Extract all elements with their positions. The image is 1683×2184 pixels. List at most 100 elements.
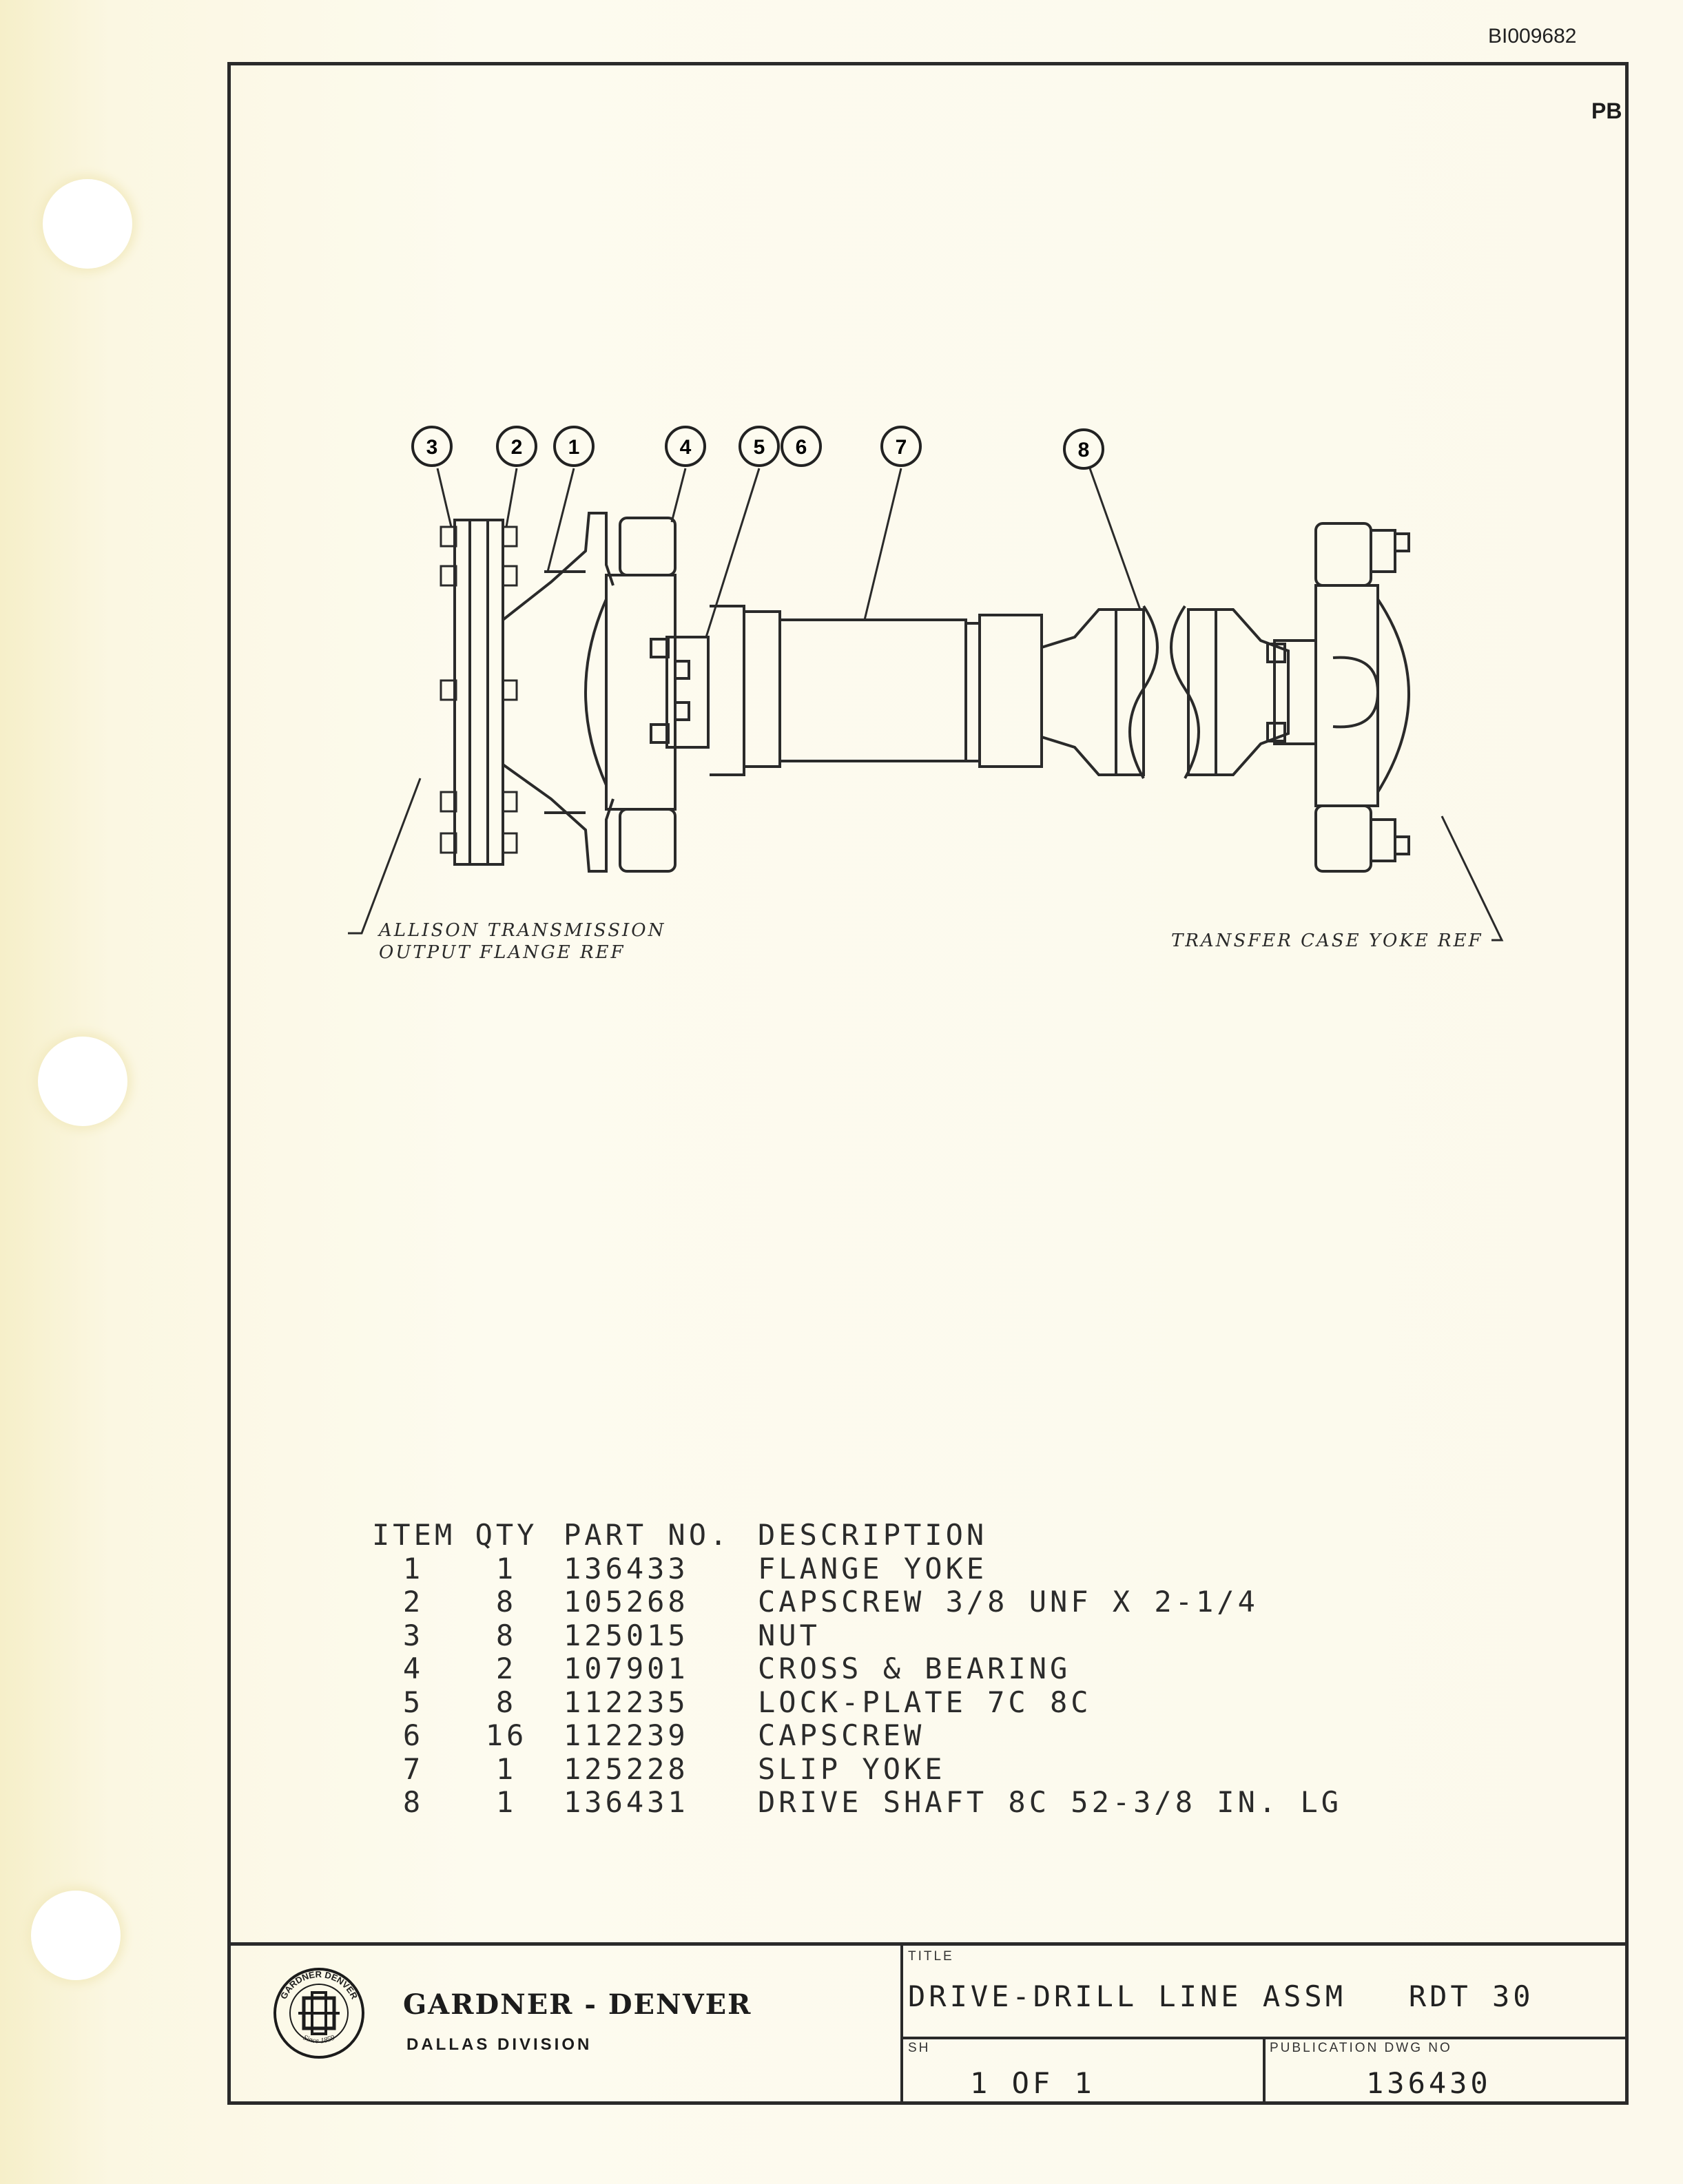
parts-row: 6 16 112239 CAPSCREW: [372, 1718, 1371, 1753]
header-qty: QTY: [475, 1518, 538, 1552]
parts-list-header: ITEM QTY PART NO. DESCRIPTION: [372, 1518, 1371, 1552]
callout-bubbles: 3 2 1 4 5 6 7 8: [411, 426, 1104, 470]
item-number: 8: [402, 1785, 424, 1819]
header-description: DESCRIPTION: [758, 1518, 988, 1552]
item-description: FLANGE YOKE: [758, 1551, 988, 1585]
company-name: GARDNER - DENVER: [403, 1988, 752, 2021]
drawing-title: DRIVE-DRILL LINE ASSM RDT 30: [908, 1979, 1534, 2013]
slip-yoke: [710, 605, 745, 776]
item-number: 3: [402, 1618, 424, 1652]
item-number: 6: [402, 1718, 424, 1752]
item-part-no: 125228: [564, 1751, 689, 1786]
callout-8: [1063, 428, 1104, 470]
parts-row: 2 8 105268 CAPSCREW 3/8 UNF X 2-1/4: [372, 1585, 1371, 1619]
item-part-no: 112235: [564, 1685, 689, 1719]
callout-4-label: 4: [680, 436, 692, 459]
callout-3-label: 3: [426, 436, 438, 459]
item-qty: 1: [495, 1785, 517, 1819]
callout-6: [781, 426, 822, 467]
item-qty: 16: [485, 1718, 528, 1752]
callout-2: [496, 426, 537, 467]
item-description: CROSS & BEARING: [758, 1652, 1071, 1685]
binder-hole-middle: [38, 1037, 127, 1126]
sheet-label: SH: [908, 2041, 931, 2055]
callout-7: [880, 426, 922, 467]
item-qty: 2: [495, 1652, 517, 1685]
item-part-no: 136433: [564, 1551, 689, 1585]
binder-hole-bottom: [31, 1891, 121, 1980]
publication-number: 136430: [1366, 2066, 1491, 2100]
item-description: CAPSCREW: [758, 1718, 925, 1752]
item-part-no: 107901: [564, 1652, 689, 1685]
title-label: TITLE: [908, 1949, 954, 1964]
item-number: 4: [402, 1652, 424, 1685]
parts-list: ITEM QTY PART NO. DESCRIPTION 1 1 136433…: [372, 1518, 1371, 1820]
parts-row: 5 8 112235 LOCK-PLATE 7C 8C: [372, 1685, 1371, 1720]
ref-note-right: TRANSFER CASE YOKE REF: [1171, 930, 1483, 951]
callout-8-label: 8: [1078, 439, 1090, 461]
item-part-no: 112239: [564, 1718, 689, 1752]
drive-shaft-tube: [778, 618, 967, 762]
header-part-no: PART NO.: [564, 1518, 731, 1552]
assembly-linework: [440, 512, 1410, 873]
item-number: 7: [402, 1751, 424, 1786]
ref-note-left-line2: OUTPUT FLANGE REF: [379, 942, 626, 963]
item-description: LOCK-PLATE 7C 8C: [758, 1685, 1092, 1719]
callout-4: [665, 426, 706, 467]
header-item: ITEM: [372, 1518, 456, 1552]
transfer-yoke: [1215, 608, 1290, 776]
title-block: [227, 1942, 1629, 2105]
flange-bolts: [440, 526, 518, 854]
flange-plate: [453, 519, 504, 866]
ref-note-left-line1: ALLISON TRANSMISSION: [379, 920, 666, 941]
callout-6-label: 6: [796, 436, 807, 459]
logo-since-text: Since 1859: [302, 2033, 336, 2045]
item-part-no: 136431: [564, 1785, 689, 1819]
parts-row: 3 8 125015 NUT: [372, 1619, 1371, 1653]
item-part-no: 125015: [564, 1618, 689, 1652]
item-qty: 1: [495, 1551, 517, 1585]
callout-1-label: 1: [568, 436, 580, 459]
svg-text:Since 1859: Since 1859: [302, 2033, 336, 2045]
item-description: DRIVE SHAFT 8C 52-3/8 IN. LG: [758, 1785, 1343, 1819]
sheet-pub-divider: [1263, 2037, 1266, 2105]
item-qty: 8: [495, 1685, 517, 1719]
item-number: 1: [402, 1551, 424, 1585]
callout-2-label: 2: [511, 436, 523, 459]
callout-leaders: [348, 468, 1504, 942]
binder-hole-top: [43, 179, 132, 269]
item-number: 5: [402, 1685, 424, 1719]
parts-row: 8 1 136431 DRIVE SHAFT 8C 52-3/8 IN. LG: [372, 1785, 1371, 1820]
title-block-divider: [900, 1942, 903, 2105]
company-logo: GARDNER DENVER Since 1859: [273, 1968, 364, 2059]
callout-5-label: 5: [754, 436, 765, 459]
callout-1: [553, 426, 595, 467]
publication-label: PUBLICATION DWG NO: [1270, 2041, 1452, 2055]
parts-row: 7 1 125228 SLIP YOKE: [372, 1751, 1371, 1787]
callout-7-label: 7: [896, 436, 907, 459]
right-cross-bearing: [1314, 584, 1379, 807]
sheet-number: 1 OF 1: [970, 2066, 1095, 2100]
parts-row: 4 2 107901 CROSS & BEARING: [372, 1652, 1371, 1686]
flange-yoke-upper: [502, 512, 615, 621]
drawing-frame: [227, 62, 1629, 2105]
right-yoke: [1040, 608, 1117, 776]
right-lock-plate: [1273, 639, 1317, 745]
callout-3: [411, 426, 453, 467]
item-description: SLIP YOKE: [758, 1751, 946, 1786]
corner-mark: PB: [1591, 98, 1622, 123]
item-part-no: 105268: [564, 1585, 689, 1619]
item-description: CAPSCREW 3/8 UNF X 2-1/4: [758, 1585, 1259, 1619]
item-description: NUT: [758, 1618, 820, 1652]
left-cross-bearing: [605, 574, 677, 811]
item-qty: 1: [495, 1751, 517, 1786]
parts-row: 1 1 136433 FLANGE YOKE: [372, 1552, 1371, 1586]
item-qty: 8: [495, 1618, 517, 1652]
left-lock-plate: [665, 636, 710, 749]
ref-note-left: ALLISON TRANSMISSION OUTPUT FLANGE REF: [379, 919, 665, 964]
item-qty: 8: [495, 1585, 517, 1619]
document-id: BI009682: [1488, 25, 1577, 48]
flange-yoke-lower: [502, 763, 615, 873]
